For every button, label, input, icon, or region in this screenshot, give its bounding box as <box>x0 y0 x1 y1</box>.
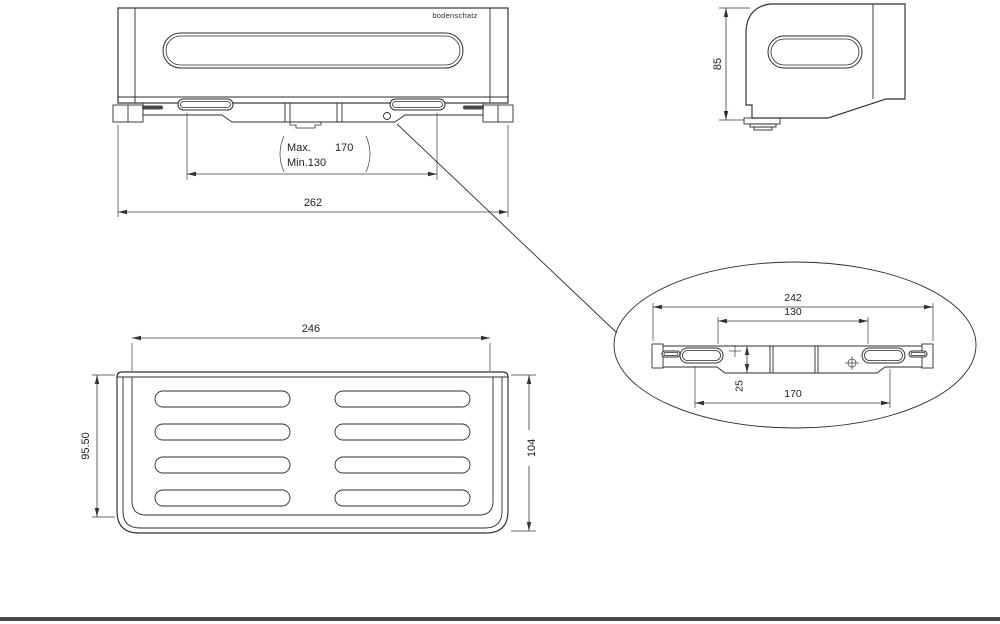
detail-view: 242 130 25 170 <box>613 261 977 429</box>
dim-max-value: 170 <box>335 142 353 154</box>
side-clip-detail <box>743 117 781 131</box>
detail-slot-left <box>679 347 724 364</box>
detail-slot-right <box>861 347 906 364</box>
dimension-depth-104: 104 <box>511 374 538 532</box>
front-body-outline <box>117 7 509 104</box>
dim-max-label: Max. <box>287 142 311 154</box>
dimension-mount-spacing: Max. 170 Min.130 <box>186 113 438 180</box>
front-view: bodenschatz Max. 170 Min.130 262 <box>112 7 618 334</box>
dimension-depth-9550: 95.50 <box>80 374 115 518</box>
dimension-242: 242 <box>652 292 934 341</box>
front-right-wing <box>463 104 514 123</box>
side-handle-slot <box>767 35 863 69</box>
top-body-outline <box>116 371 509 534</box>
dim-104: 104 <box>526 439 538 457</box>
brand-logo: bodenschatz <box>432 11 477 20</box>
dim-246: 246 <box>302 323 320 335</box>
dim-25: 25 <box>734 380 746 392</box>
dimension-25: 25 <box>734 346 750 392</box>
detail-rail <box>651 343 934 374</box>
front-handle-slot <box>162 32 464 69</box>
dim-242: 242 <box>784 292 802 304</box>
rail-screw-hole <box>383 112 391 120</box>
dimension-width-246: 246 <box>131 323 491 371</box>
top-view: 246 95.50 104 <box>80 323 538 534</box>
detail-balloon <box>613 261 977 429</box>
rail-slot-right <box>389 98 446 111</box>
dimension-height-85: 85 <box>712 7 750 121</box>
detail-end-slot-right <box>908 350 928 358</box>
dim-min-text: Min.130 <box>287 157 326 169</box>
side-view: 85 <box>712 3 906 131</box>
front-mounting-rail <box>142 98 484 129</box>
dim-170: 170 <box>784 388 802 400</box>
paren-right <box>365 135 371 173</box>
rail-center-clip <box>289 122 322 129</box>
rail-slot-left <box>177 98 234 111</box>
dimension-overall-width: 262 <box>117 125 509 217</box>
dim-9550: 95.50 <box>80 432 92 460</box>
dim-262: 262 <box>304 197 322 209</box>
detail-end-slot-left <box>661 350 681 358</box>
paren-left <box>279 135 285 173</box>
dim-85: 85 <box>712 58 724 70</box>
side-body-outline <box>745 3 906 119</box>
dimension-130: 130 <box>717 306 869 344</box>
bottom-bar <box>0 617 1000 621</box>
front-left-wing <box>112 104 163 123</box>
dim-130: 130 <box>784 306 802 318</box>
top-drain-slots <box>154 390 471 507</box>
center-mark-left <box>729 345 741 357</box>
dimension-170: 170 <box>694 366 891 408</box>
detail-leader-line <box>396 123 618 334</box>
center-mark-right <box>845 356 859 370</box>
